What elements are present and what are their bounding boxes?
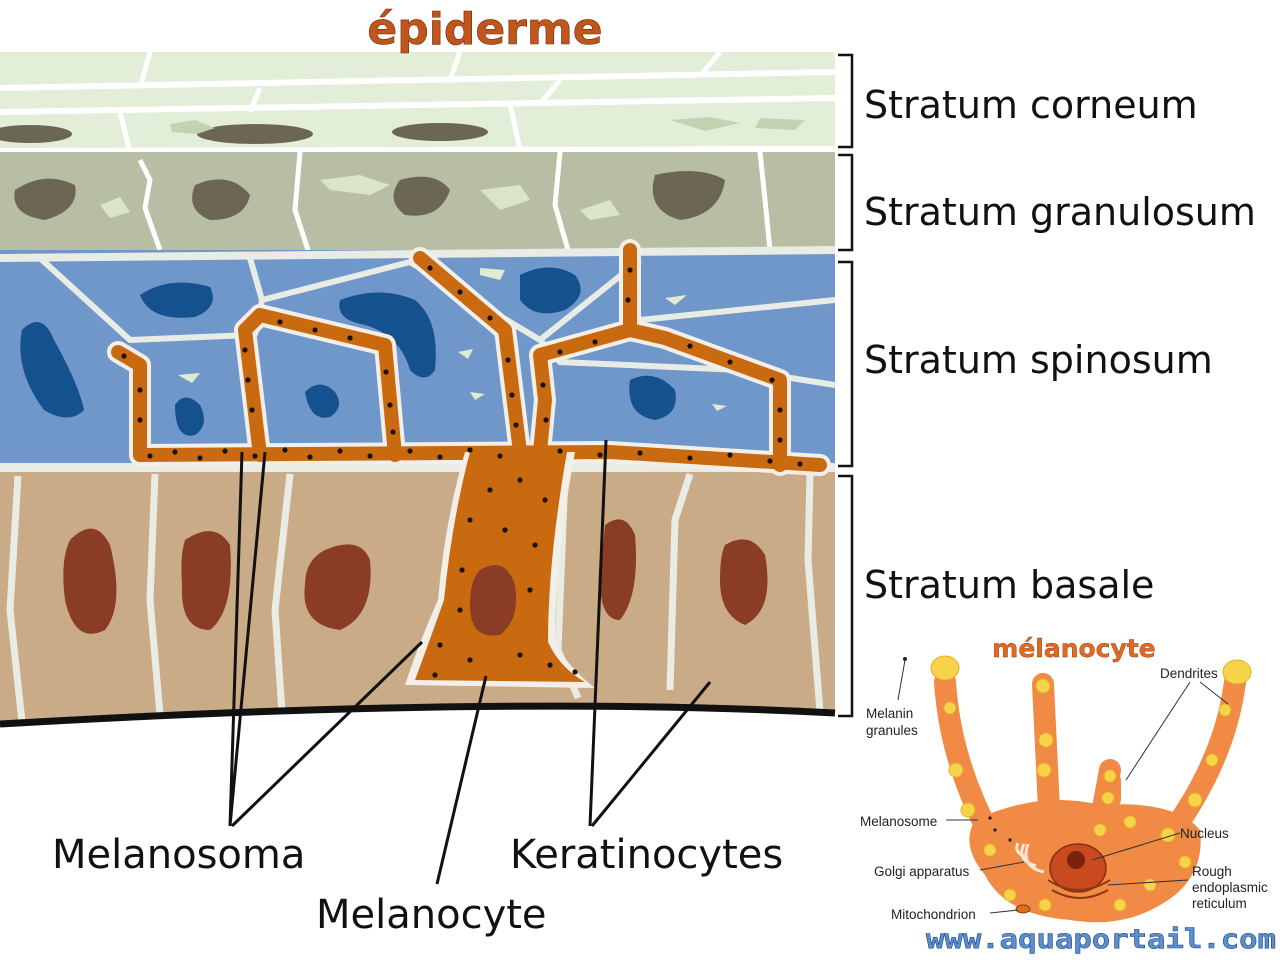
stratum-corneum-cells bbox=[0, 52, 835, 156]
spinosum-nucleus bbox=[520, 267, 581, 314]
golgi-apparatus bbox=[1015, 842, 1045, 874]
spinosum-nucleus bbox=[20, 322, 85, 418]
stratum-granulosum-cells bbox=[0, 151, 835, 251]
corneum-nucleus bbox=[392, 123, 488, 141]
title: épiderme bbox=[367, 4, 602, 55]
label-stratum-basale: Stratum basale bbox=[864, 563, 1154, 607]
label-melanin-line2: granules bbox=[866, 723, 918, 738]
melanocyte-cell bbox=[107, 239, 831, 688]
basale-nucleus bbox=[600, 519, 636, 620]
label-melanin-line1: Melanin bbox=[866, 706, 913, 721]
corneum-nucleus bbox=[197, 124, 313, 144]
melanocyte-inset: mélanocyte bbox=[860, 634, 1268, 923]
layer-brackets bbox=[838, 53, 854, 718]
label-rer-line2: endoplasmic bbox=[1192, 880, 1268, 895]
basement-membrane bbox=[0, 702, 836, 728]
spinosum-nucleus bbox=[175, 397, 204, 436]
inset-leader-lines bbox=[897, 659, 1229, 914]
melanin-granules bbox=[930, 655, 1252, 912]
basale-nucleus bbox=[304, 544, 371, 630]
granulosum-nucleus bbox=[192, 179, 250, 220]
bracket-granulosum bbox=[838, 153, 854, 252]
basale-nucleus bbox=[63, 528, 117, 634]
corneum-nucleus bbox=[0, 125, 72, 143]
label-stratum-granulosum: Stratum granulosum bbox=[864, 190, 1256, 234]
label-melanosome: Melanosome bbox=[860, 814, 937, 829]
label-mitochondrion: Mitochondrion bbox=[891, 907, 976, 922]
watermark: www.aquaportail.com bbox=[926, 924, 1276, 955]
melanosome-dots bbox=[121, 265, 803, 678]
label-keratinocytes: Keratinocytes bbox=[510, 832, 783, 878]
bracket-basale bbox=[838, 474, 854, 718]
label-stratum-corneum: Stratum corneum bbox=[864, 83, 1198, 127]
callout-lines bbox=[228, 439, 712, 885]
basale-nucleus bbox=[181, 531, 231, 630]
granulosum-nucleus bbox=[393, 176, 450, 216]
spinosum-nucleus bbox=[629, 375, 676, 420]
inset-title: mélanocyte bbox=[992, 634, 1155, 663]
label-golgi: Golgi apparatus bbox=[874, 864, 970, 879]
basale-nucleus bbox=[720, 539, 768, 625]
label-dendrites: Dendrites bbox=[1160, 666, 1218, 681]
granulosum-nucleus bbox=[652, 171, 725, 220]
label-rer-line1: Rough bbox=[1192, 864, 1232, 879]
label-melanocyte: Melanocyte bbox=[316, 892, 547, 938]
label-nucleus: Nucleus bbox=[1180, 826, 1229, 841]
bracket-corneum bbox=[838, 53, 854, 149]
spinosum-nucleus bbox=[140, 282, 213, 318]
inset-organelles bbox=[988, 816, 1111, 914]
label-stratum-spinosum: Stratum spinosum bbox=[864, 338, 1213, 382]
label-melanosoma: Melanosoma bbox=[52, 832, 305, 878]
mitochondrion-shape bbox=[1015, 904, 1031, 914]
tissue-section bbox=[0, 52, 835, 724]
bracket-spinosum bbox=[838, 260, 854, 468]
label-rer-line3: reticulum bbox=[1192, 896, 1247, 911]
granulosum-nucleus bbox=[14, 178, 76, 220]
stratum-basale-cells bbox=[0, 472, 835, 724]
rough-er bbox=[1047, 879, 1111, 899]
nucleolus bbox=[1067, 851, 1085, 869]
melanocyte-nucleus bbox=[470, 565, 516, 636]
spinosum-nucleus bbox=[305, 384, 339, 418]
